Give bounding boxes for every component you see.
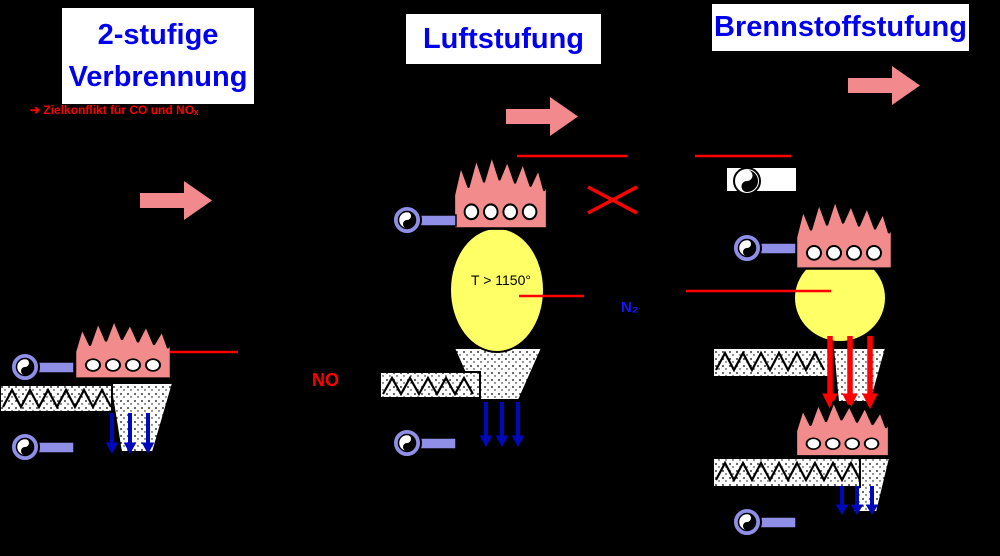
left-burner-diagram xyxy=(0,318,238,462)
conflict-note: ➔ Zielkonflikt für CO und NOₓ xyxy=(30,103,199,117)
fan-icon xyxy=(392,205,457,235)
air-arrows xyxy=(105,413,155,455)
air-arrows xyxy=(479,402,525,448)
crossed-out-mark xyxy=(587,185,638,215)
grate xyxy=(0,384,113,413)
flame-icon xyxy=(794,198,894,270)
fan-unit xyxy=(727,167,796,195)
fuel-funnel xyxy=(831,347,888,403)
fuel-funnel xyxy=(108,382,175,453)
middle-burner-diagram xyxy=(379,153,638,458)
combustion-zone xyxy=(449,227,545,353)
right-burner-diagram xyxy=(686,154,894,537)
temperature-label: T > 1150° xyxy=(471,272,531,288)
fuel-arrows xyxy=(822,336,878,410)
fan-icon xyxy=(732,507,797,537)
grate xyxy=(712,457,861,488)
title-fuel-staging: Brennstoffstufung xyxy=(712,4,969,51)
fan-icon xyxy=(392,428,457,458)
flame-icon xyxy=(794,400,891,458)
grate xyxy=(379,371,481,399)
grate xyxy=(712,347,834,378)
fan-icon xyxy=(10,352,75,382)
flame-icon xyxy=(73,318,173,380)
flow-arrow-right xyxy=(848,66,920,105)
no-label: NO xyxy=(312,370,339,390)
flame-icon xyxy=(452,153,549,230)
flow-arrow-left xyxy=(140,181,212,220)
fan-icon xyxy=(10,432,75,462)
n2-label: N₂ xyxy=(621,299,639,316)
title-air-staging: Luftstufung xyxy=(406,14,601,64)
fan-icon xyxy=(732,233,797,263)
air-arrows xyxy=(835,486,879,515)
title-two-stage-combustion: 2-stufige Verbrennung xyxy=(62,8,254,104)
flow-arrow-middle xyxy=(506,97,578,136)
